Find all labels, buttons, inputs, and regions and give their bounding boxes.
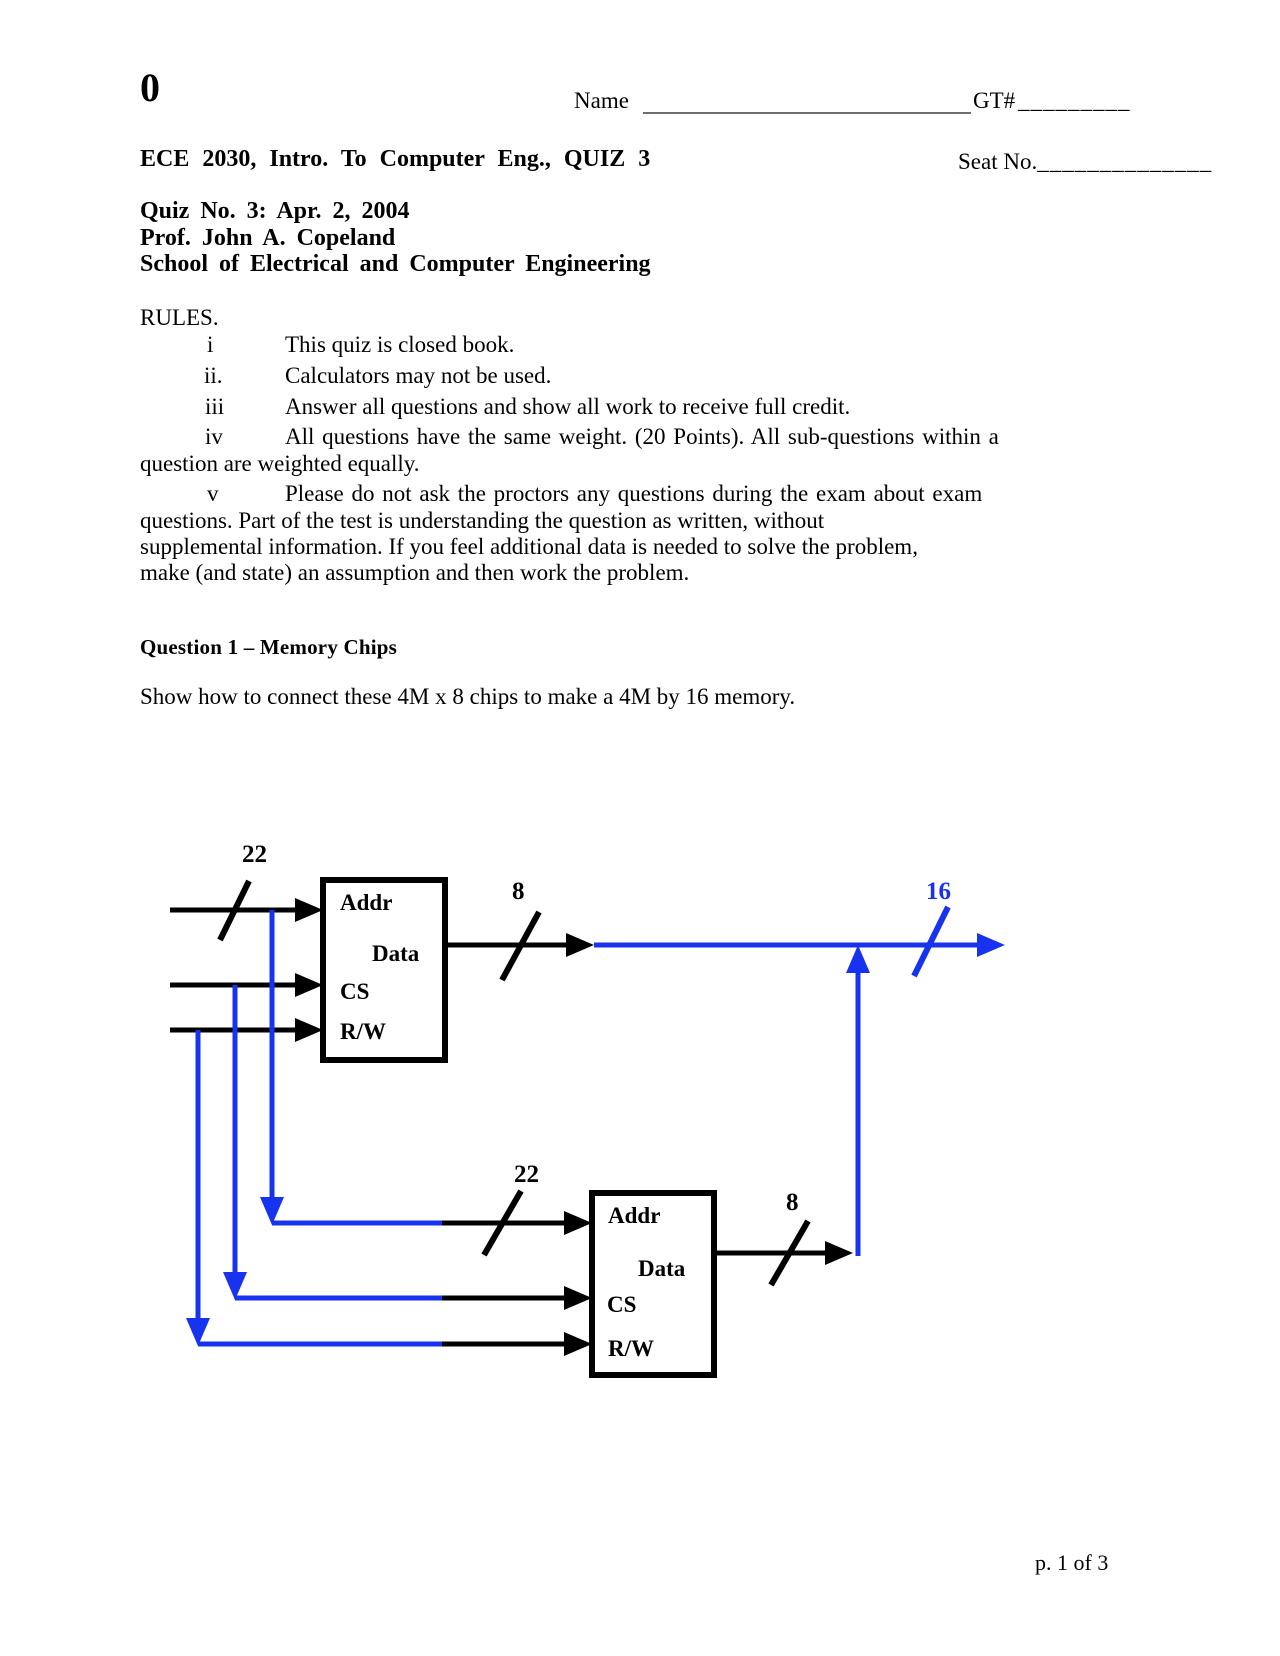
rule-i-numeral: i (207, 332, 214, 357)
cs-drop-arrowhead (223, 1272, 247, 1300)
rule-v-text: Please do not ask the proctors any quest… (285, 481, 983, 506)
top-addr-slash (217, 879, 252, 942)
question-heading: Question 1 – Memory Chips (140, 635, 397, 659)
bottom-rw-arrowhead (564, 1332, 592, 1356)
rule-v-continuation-2: supplemental information. If you feel ad… (140, 534, 918, 559)
chip-top-cs-label: CS (340, 979, 370, 1004)
rule-iii-numeral: iii (205, 394, 225, 419)
footer-page-number: p. 1 of 3 (1035, 1550, 1109, 1575)
top-addr-bus-width: 22 (242, 841, 267, 868)
rule-ii-numeral: ii. (204, 363, 223, 388)
seat-blank: ______________ (1037, 149, 1213, 174)
bottom-data-arrowhead (825, 1241, 853, 1265)
data-riser-arrowhead (846, 945, 870, 973)
chip-bottom-cs-label: CS (607, 1292, 637, 1317)
chip-top-rw-label: R/W (340, 1019, 386, 1044)
rule-i-text: This quiz is closed book. (285, 332, 515, 357)
chip-bottom-data-label: Data (638, 1256, 686, 1281)
rules-heading: RULES. (140, 305, 219, 330)
gt-blank: _________ (1018, 88, 1131, 113)
rule-ii-text: Calculators may not be used. (285, 363, 552, 388)
top-addr-arrowhead (295, 898, 323, 922)
output-bus-slash (911, 905, 951, 978)
chip-bottom-box (589, 1190, 717, 1378)
name-label: Name (574, 88, 629, 113)
bottom-data-bus-width: 8 (786, 1189, 799, 1216)
quiz-date-line: Quiz No. 3: Apr. 2, 2004 (140, 198, 410, 224)
top-rw-arrowhead (295, 1018, 323, 1042)
addr-drop-arrowhead (260, 1197, 284, 1225)
rule-iii-text: Answer all questions and show all work t… (285, 394, 851, 419)
question-prompt: Show how to connect these 4M x 8 chips t… (140, 684, 796, 709)
rule-v-numeral: v (207, 481, 219, 506)
rule-v-continuation-1: questions. Part of the test is understan… (140, 508, 825, 533)
rule-iv-continuation: question are weighted equally. (140, 451, 420, 476)
bottom-addr-arrowhead (564, 1211, 592, 1235)
name-blank-line (643, 112, 971, 114)
chip-bottom-rw-label: R/W (608, 1336, 654, 1361)
top-data-bus-width: 8 (512, 878, 525, 905)
rule-iv-text: All questions have the same weight. (20 … (285, 424, 999, 449)
course-title: ECE 2030, Intro. To Computer Eng., QUIZ … (140, 146, 651, 172)
output-bus-arrowhead (977, 933, 1005, 957)
corner-mark: 0 (140, 65, 160, 110)
chip-top-addr-label: Addr (340, 890, 393, 915)
school-line: School of Electrical and Computer Engine… (140, 251, 651, 277)
chip-top-box (320, 877, 448, 1063)
gt-label: GT# (973, 88, 1016, 113)
rw-drop-arrowhead (186, 1318, 210, 1346)
rule-v-continuation-3: make (and state) an assumption and then … (140, 560, 690, 585)
rule-iv-numeral: iv (205, 424, 223, 449)
top-cs-arrowhead (295, 973, 323, 997)
top-data-arrowhead (566, 933, 594, 957)
chip-top-data-label: Data (372, 941, 420, 966)
seat-label: Seat No. (958, 149, 1038, 174)
bottom-addr-bus-width: 22 (514, 1161, 539, 1188)
bottom-cs-arrowhead (564, 1286, 592, 1310)
chip-bottom-addr-label: Addr (608, 1203, 661, 1228)
seat-row: Seat No.______________ (958, 149, 1212, 175)
output-bus-width: 16 (926, 878, 951, 905)
professor-line: Prof. John A. Copeland (140, 225, 396, 251)
